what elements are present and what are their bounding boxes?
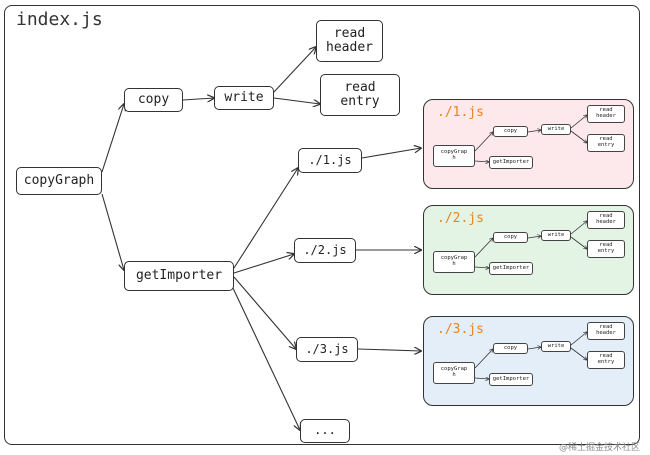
mini-read-entry-1[interactable]: read entry: [587, 134, 625, 152]
node-getimporter[interactable]: getImporter: [124, 261, 234, 291]
mini-write-2[interactable]: write: [541, 230, 571, 241]
mini-copy-3[interactable]: copy: [493, 343, 528, 354]
mini-getimporter-1[interactable]: getImporter: [489, 156, 533, 169]
mini-edge-1-0: [474, 132, 493, 152]
mini-write-1[interactable]: write: [541, 124, 571, 135]
edge-file1-panel1: [361, 148, 421, 159]
node-copy[interactable]: copy: [124, 88, 183, 112]
mini-read-header-3[interactable]: read header: [587, 322, 625, 340]
panel-1-title: ./1.js: [437, 105, 484, 120]
mini-getimporter-2[interactable]: getImporter: [489, 262, 533, 275]
mini-read-header-2[interactable]: read header: [587, 211, 625, 229]
edge-copygraph-getimporter: [101, 193, 124, 270]
edge-copy-write: [182, 98, 214, 100]
mini-edge-1-4: [570, 130, 587, 143]
mini-edge-3-0: [474, 349, 493, 369]
node-copygraph[interactable]: copyGraph: [16, 167, 102, 195]
panel-2-title: ./2.js: [437, 211, 484, 226]
panel-3-title: ./3.js: [437, 322, 484, 337]
mini-edge-1-3: [570, 115, 587, 129]
node-file-2[interactable]: ./2.js: [294, 238, 356, 263]
edge-getimporter-file3: [233, 276, 296, 349]
mini-copygraph-1[interactable]: copyGrap h: [433, 145, 475, 167]
edge-copygraph-copy: [101, 104, 124, 173]
node-file-1[interactable]: ./1.js: [298, 148, 362, 173]
mini-read-header-1[interactable]: read header: [587, 105, 625, 123]
mini-copy-1[interactable]: copy: [493, 126, 528, 137]
mini-edge-2-3: [570, 221, 587, 235]
mini-edge-1-1: [474, 161, 489, 162]
mini-copy-2[interactable]: copy: [493, 232, 528, 243]
mini-edge-2-1: [474, 267, 489, 268]
mini-read-entry-3[interactable]: read entry: [587, 351, 625, 369]
mini-edge-2-4: [570, 236, 587, 249]
mini-copygraph-2[interactable]: copyGrap h: [433, 251, 475, 273]
index-frame: [4, 5, 640, 445]
edge-getimporter-file1: [233, 168, 298, 269]
node-read-header[interactable]: read header: [316, 20, 383, 62]
mini-read-entry-2[interactable]: read entry: [587, 240, 625, 258]
mini-copygraph-3[interactable]: copyGrap h: [433, 362, 475, 384]
mini-getimporter-3[interactable]: getImporter: [489, 373, 533, 386]
mini-edge-2-2: [527, 236, 541, 238]
mini-edge-3-3: [570, 332, 587, 346]
edge-file3-panel3: [357, 349, 421, 351]
node-write[interactable]: write: [214, 86, 274, 110]
mini-edges: [474, 115, 587, 379]
watermark: @稀土掘金技术社区: [558, 443, 640, 453]
frame-title: index.js: [16, 9, 103, 30]
edge-getimporter-file2: [233, 254, 294, 274]
node-more[interactable]: ...: [300, 419, 350, 443]
mini-edge-3-4: [570, 347, 587, 360]
mini-edge-3-1: [474, 378, 489, 379]
edge-getimporter-more: [231, 285, 300, 430]
edge-write-readentry: [273, 97, 320, 104]
mini-edge-1-2: [527, 130, 541, 132]
node-file-3[interactable]: ./3.js: [296, 337, 358, 362]
mini-write-3[interactable]: write: [541, 341, 571, 352]
edge-write-readheader: [273, 47, 316, 93]
mini-edge-3-2: [527, 347, 541, 349]
mini-edge-2-0: [474, 238, 493, 258]
node-read-entry[interactable]: read entry: [320, 74, 400, 116]
